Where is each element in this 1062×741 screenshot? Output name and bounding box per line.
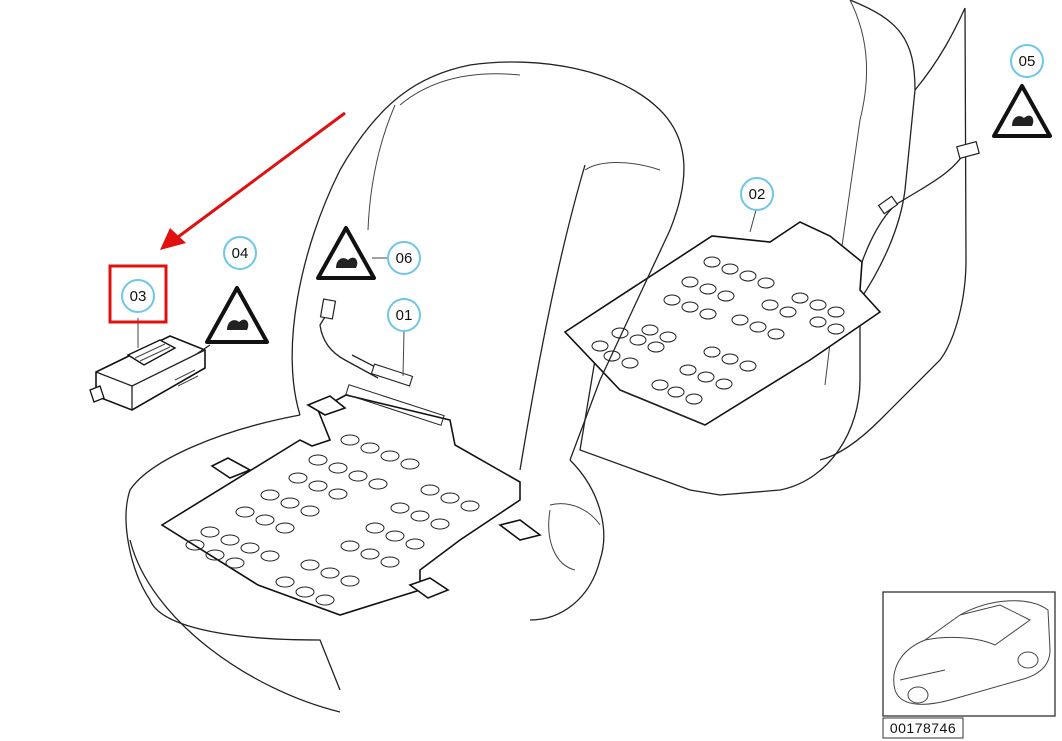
rear-heating-pad <box>563 140 980 426</box>
rear-pad-cells <box>591 256 845 405</box>
highlight-box <box>108 264 168 324</box>
front-heating-pad <box>160 298 542 616</box>
callout-03[interactable]: 03 <box>108 264 168 324</box>
reference-number-text: 00178746 <box>890 720 956 736</box>
callout-02[interactable]: 02 <box>740 177 774 211</box>
reference-number: 00178746 <box>882 717 964 739</box>
warning-triangle-icon <box>316 226 376 280</box>
callout-02-label: 02 <box>749 186 766 203</box>
warning-triangle-icon <box>992 84 1052 138</box>
car-thumbnail <box>882 591 1056 717</box>
callout-05-label: 05 <box>1019 53 1036 70</box>
callout-06-label: 06 <box>396 250 413 267</box>
car-thumbnail-icon <box>893 600 1051 705</box>
rear-seat-outline <box>579 0 967 496</box>
control-unit <box>89 335 211 411</box>
callout-06[interactable]: 06 <box>387 241 421 275</box>
callout-03-label: 03 <box>130 288 147 305</box>
warning-triangle-icon <box>205 286 269 344</box>
callout-04[interactable]: 04 <box>223 236 257 270</box>
front-pad-cells <box>185 434 480 606</box>
front-seat-outline <box>125 61 685 713</box>
callout-05[interactable]: 05 <box>1010 44 1044 78</box>
highlight-arrow <box>160 111 346 250</box>
callout-01[interactable]: 01 <box>387 298 421 332</box>
callout-04-label: 04 <box>232 245 249 262</box>
callout-01-label: 01 <box>396 307 413 324</box>
